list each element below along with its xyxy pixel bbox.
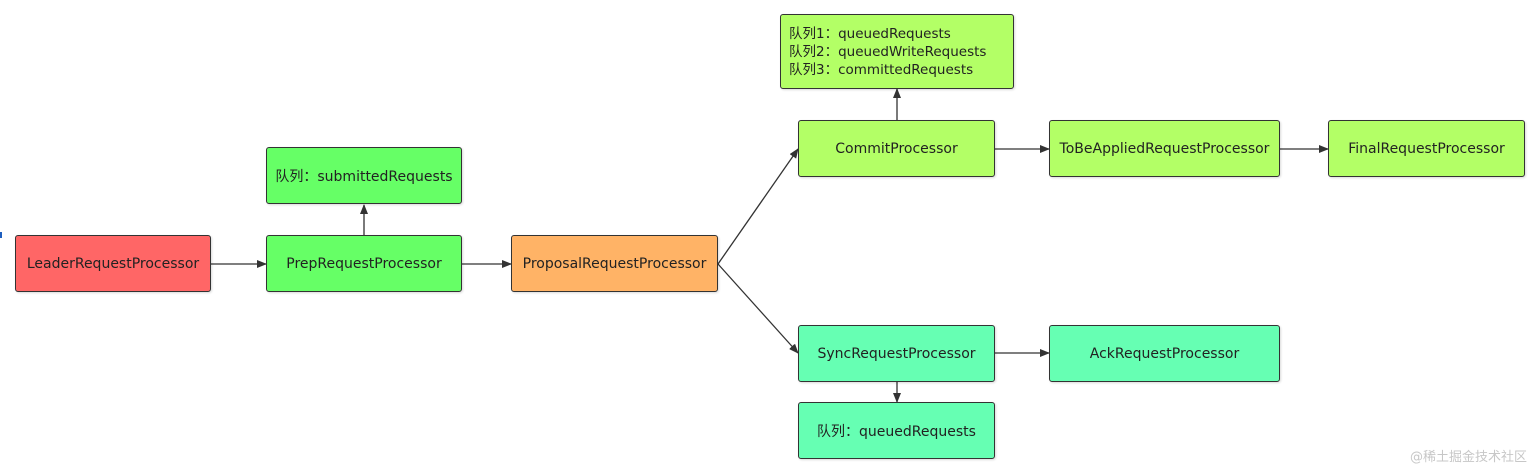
sync-request-processor-node[interactable]: SyncRequestProcessor xyxy=(798,325,995,382)
commit-queues-node[interactable]: 队列1：queuedRequests 队列2：queuedWriteReques… xyxy=(780,14,1014,89)
edge-proposal-to-commit xyxy=(717,148,799,265)
left-edge-marker xyxy=(0,232,2,238)
commit-queue-1: 队列1：queuedRequests xyxy=(789,25,951,42)
commit-processor-node[interactable]: CommitProcessor xyxy=(798,120,995,177)
watermark: @稀土掘金技术社区 xyxy=(1409,450,1527,465)
sync-queue-node[interactable]: 队列：queuedRequests xyxy=(798,402,995,459)
proposal-request-processor-node[interactable]: ProposalRequestProcessor xyxy=(511,235,718,292)
edge-proposal-to-sync xyxy=(717,263,799,354)
final-request-processor-node[interactable]: FinalRequestProcessor xyxy=(1328,120,1525,177)
prep-request-processor-node[interactable]: PrepRequestProcessor xyxy=(266,235,462,292)
commit-queue-2: 队列2：queuedWriteRequests xyxy=(789,43,987,60)
commit-queue-3: 队列3：committedRequests xyxy=(789,61,974,78)
leader-request-processor-node[interactable]: LeaderRequestProcessor xyxy=(15,235,211,292)
tobeapplied-request-processor-node[interactable]: ToBeAppliedRequestProcessor xyxy=(1049,120,1280,177)
prep-queue-node[interactable]: 队列：submittedRequests xyxy=(266,147,462,204)
ack-request-processor-node[interactable]: AckRequestProcessor xyxy=(1049,325,1280,382)
